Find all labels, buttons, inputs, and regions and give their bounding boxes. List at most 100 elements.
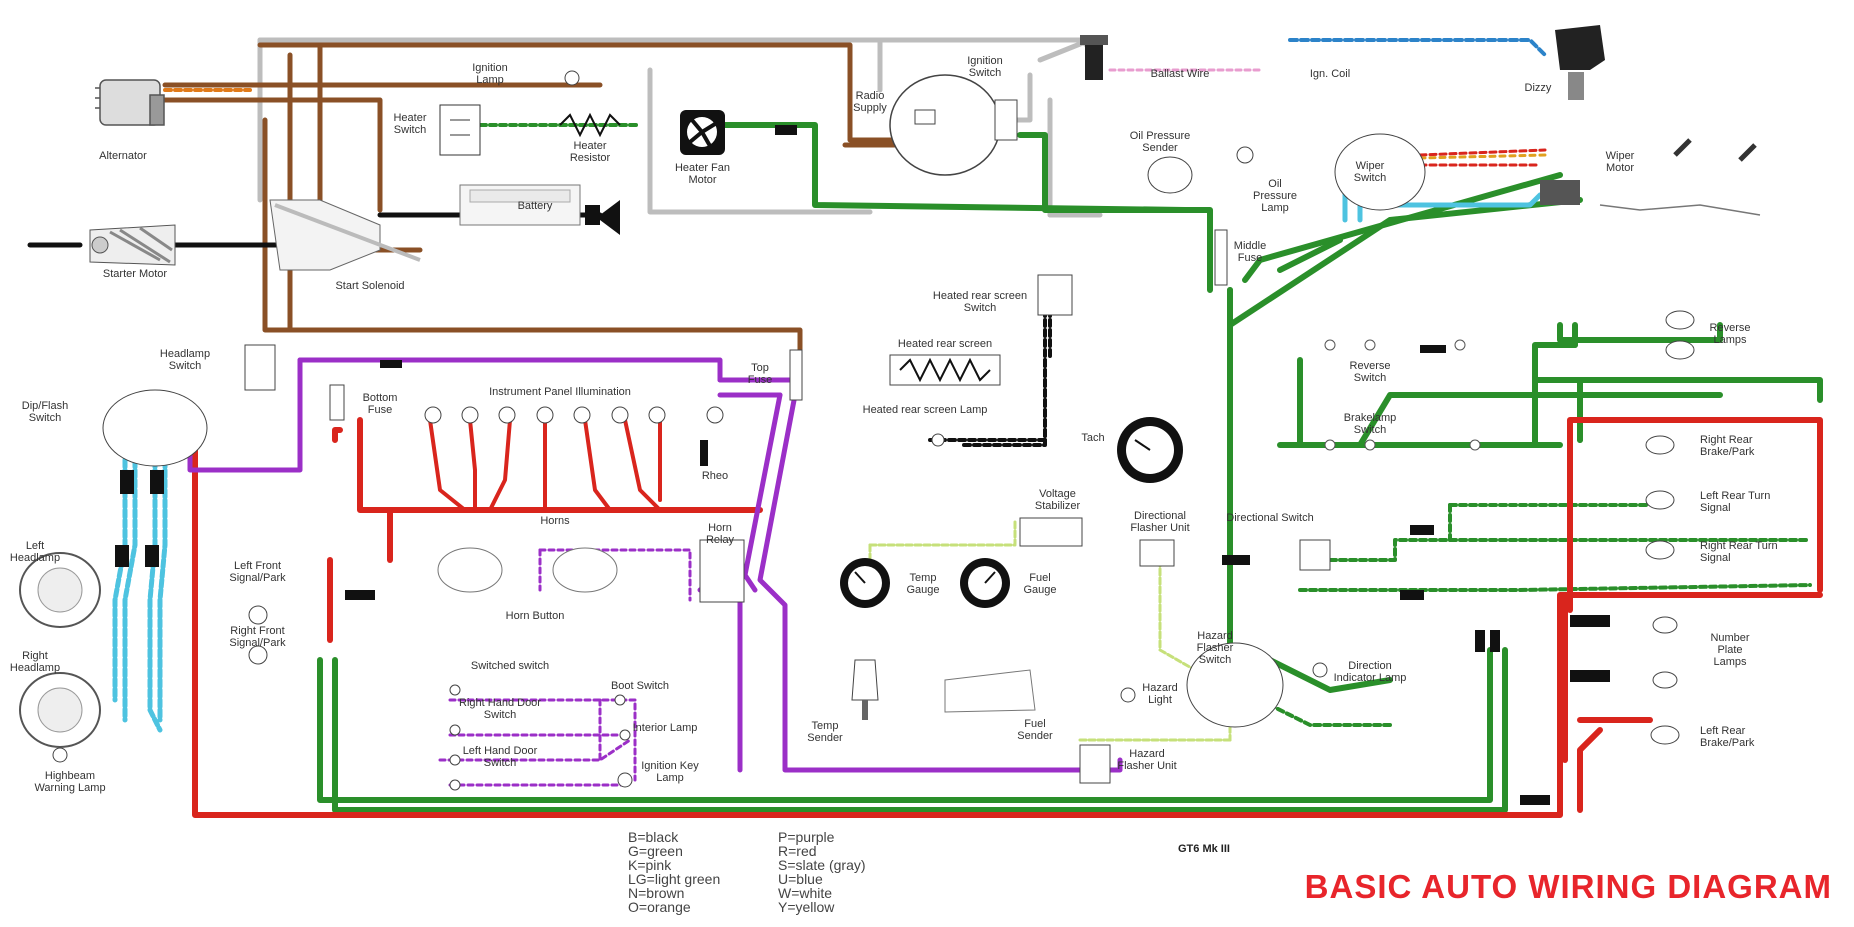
directional-switch-icon [1299, 539, 1331, 571]
red-wires [192, 417, 1823, 818]
legend-column-1: B=black G=green K=pink LG=light green N=… [628, 830, 720, 914]
fuel-gauge-label: Fuel Gauge [1023, 572, 1057, 596]
wiper-switch-label: Wiper Switch [1353, 160, 1387, 184]
heater-switch-icon [439, 104, 481, 156]
panel-bulb-icon [536, 406, 554, 424]
heated-screen-switch-label: Heated rear screen Switch [932, 290, 1028, 314]
tach-label: Tach [1081, 432, 1105, 444]
wiper-yellow-wire [1418, 153, 1547, 160]
left-headlamp-label: Left Headlamp [9, 540, 61, 564]
directional-flasher-icon [1139, 539, 1175, 567]
alternator-icon [95, 79, 165, 126]
hazard-light-icon [1120, 687, 1136, 703]
oil-pressure-sender-icon [1147, 146, 1254, 194]
legend-item: W=white [778, 885, 833, 901]
reverse-lamp-icon [1665, 310, 1695, 330]
right-headlamp-icon [19, 672, 101, 748]
wiper-motor-icon [1540, 138, 1761, 216]
legend-item: S=slate (gray) [778, 857, 866, 873]
ignition-switch-label: Ignition Switch [967, 55, 1003, 79]
interior-lamp-label: Interior Lamp [632, 722, 698, 734]
rear-lamps [1645, 310, 1695, 745]
headlamp-switch-icon [244, 344, 276, 391]
green-dashed-wires [448, 123, 1812, 727]
horn-button-label: Horn Button [505, 610, 565, 622]
number-plate-lamp-icon [1652, 616, 1678, 634]
heater-fan-label: Heater Fan Motor [674, 162, 731, 186]
legend-item: R=red [778, 843, 817, 859]
fuel-gauge-icon [960, 558, 1010, 608]
left-rear-brake-icon [1650, 725, 1680, 745]
right-front-signal-label: Right Front Signal/Park [229, 625, 286, 649]
left-rear-turn-icon [1645, 490, 1675, 510]
light-green-wires [868, 518, 1232, 742]
temp-gauge-label: Temp Gauge [906, 572, 940, 596]
legend-item: G=green [628, 843, 683, 859]
right-headlamp-label: Right Headlamp [9, 650, 61, 674]
left-front-signal-icon [248, 605, 268, 625]
ignition-lamp-icon [564, 70, 580, 86]
legend-item: K=pink [628, 857, 672, 873]
hazard-unit-label: Hazard Flasher Unit [1117, 748, 1177, 772]
panel-bulb-icon [424, 406, 442, 424]
rear-switch-dots [1324, 339, 1481, 451]
alternator-label: Alternator [99, 150, 147, 162]
ignition-switch-icon [889, 74, 1018, 176]
temp-sender-label: Temp Sender [807, 720, 843, 744]
voltage-stabilizer-icon [1019, 517, 1083, 547]
right-rear-brake-icon [1645, 435, 1675, 455]
horn-relay-icon [699, 539, 745, 603]
connectors [115, 125, 1610, 805]
fuel-sender-label: Fuel Sender [1017, 718, 1053, 742]
wiper-motor-label: Wiper Motor [1605, 150, 1635, 174]
heater-resistor-label: Heater Resistor [569, 140, 611, 164]
legend-item: N=brown [628, 885, 685, 901]
bottom-fuse-label: Bottom Fuse [362, 392, 398, 416]
right-rear-turn-label: Right Rear Turn Signal [1700, 540, 1778, 564]
right-door-switch-label: Right Hand Door Switch [459, 697, 541, 721]
left-headlamp-icon [19, 552, 101, 628]
start-solenoid-icon [269, 199, 421, 271]
hazard-switch-label: Hazard Flasher Switch [1196, 630, 1234, 666]
right-rear-brake-label: Right Rear Brake/Park [1700, 434, 1755, 458]
top-fuse-icon [789, 349, 803, 401]
highbeam-label: Highbeam Warning Lamp [34, 770, 106, 794]
directional-switch-label: Directional Switch [1226, 512, 1314, 524]
hazard-unit-icon [1079, 744, 1111, 784]
heater-fan-icon [680, 110, 725, 155]
model-label: GT6 Mk III [1178, 843, 1230, 855]
horns-label: Horns [540, 515, 570, 527]
starter-motor-icon [89, 224, 176, 266]
middle-fuse-label: Middle Fuse [1233, 240, 1267, 264]
panel-bulb-icon [573, 406, 591, 424]
panel-bulb-icon [648, 406, 666, 424]
horns-icon [437, 547, 618, 593]
diagram-title: BASIC AUTO WIRING DIAGRAM [1304, 868, 1832, 905]
hazard-light-label: Hazard Light [1142, 682, 1178, 706]
reverse-switch-label: Reverse Switch [1349, 360, 1391, 384]
direction-lamp-label: Direction Indicator Lamp [1333, 660, 1407, 684]
voltage-stabilizer-label: Voltage Stabilizer [1034, 488, 1081, 512]
directional-flasher-label: Directional Flasher Unit [1130, 510, 1190, 534]
dip-flash-switch-icon [102, 389, 208, 467]
left-rear-brake-label: Left Rear Brake/Park [1700, 725, 1755, 749]
heater-switch-label: Heater Switch [393, 112, 427, 136]
top-fuse-label: Top Fuse [747, 362, 773, 386]
panel-drop-wires [428, 418, 662, 512]
middle-fuse-icon [1214, 229, 1228, 286]
dip-flash-label: Dip/Flash Switch [21, 400, 69, 424]
ballast-wire-label: Ballast Wire [1150, 68, 1210, 80]
hazard-switch-icon [1186, 642, 1284, 728]
legend-item: LG=light green [628, 871, 721, 887]
heated-screen-icon [889, 354, 1001, 386]
panel-bulb-icon [706, 406, 724, 424]
battery-icon [459, 184, 620, 235]
left-front-signal-label: Left Front Signal/Park [229, 560, 286, 584]
ignition-key-lamp-label: Ignition Key Lamp [641, 760, 699, 784]
ignition-coil-icon [1080, 35, 1108, 80]
panel-bulbs [424, 406, 724, 424]
heated-screen-label: Heated rear screen [897, 338, 993, 350]
legend-item: B=black [628, 829, 679, 845]
switches-header-label: Switched switch [470, 660, 550, 672]
